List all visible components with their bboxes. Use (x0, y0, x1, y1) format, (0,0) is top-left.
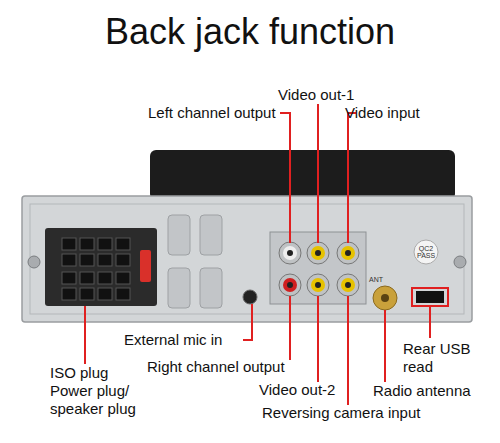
callout-label: Video out-2 (259, 381, 359, 399)
callout-label: ISO plug Power plug/ speaker plug (50, 364, 150, 418)
callout-label: QC2 PASS (417, 245, 435, 259)
leader-lines (85, 104, 448, 405)
antenna-pin (381, 294, 389, 302)
antenna-socket (373, 286, 397, 310)
vent-slots (168, 215, 222, 308)
callout-label: Left channel output (148, 104, 288, 122)
panel-edge (30, 204, 464, 314)
screw (454, 256, 466, 268)
callout-label: Radio antenna (373, 382, 483, 400)
qc-sticker (414, 240, 438, 264)
callout-label: External mic in (124, 331, 249, 349)
callout-label: Video input (345, 104, 435, 122)
screw (28, 256, 40, 268)
mic-jack (243, 290, 257, 304)
callout-label: Rear USB read (403, 340, 483, 376)
callout-label: Video out-1 (278, 86, 388, 104)
usb-port (416, 291, 444, 303)
iso-connector (45, 228, 157, 306)
fuse (140, 250, 151, 282)
housing (150, 150, 455, 200)
callout-label: ANT (365, 276, 387, 283)
back-panel (22, 196, 472, 322)
rca-jacks (279, 242, 359, 296)
title: Back jack function (0, 10, 500, 54)
callout-label: Right channel output (147, 358, 297, 376)
iso-pins (62, 238, 130, 300)
callout-label: Reversing camera input (262, 404, 442, 422)
